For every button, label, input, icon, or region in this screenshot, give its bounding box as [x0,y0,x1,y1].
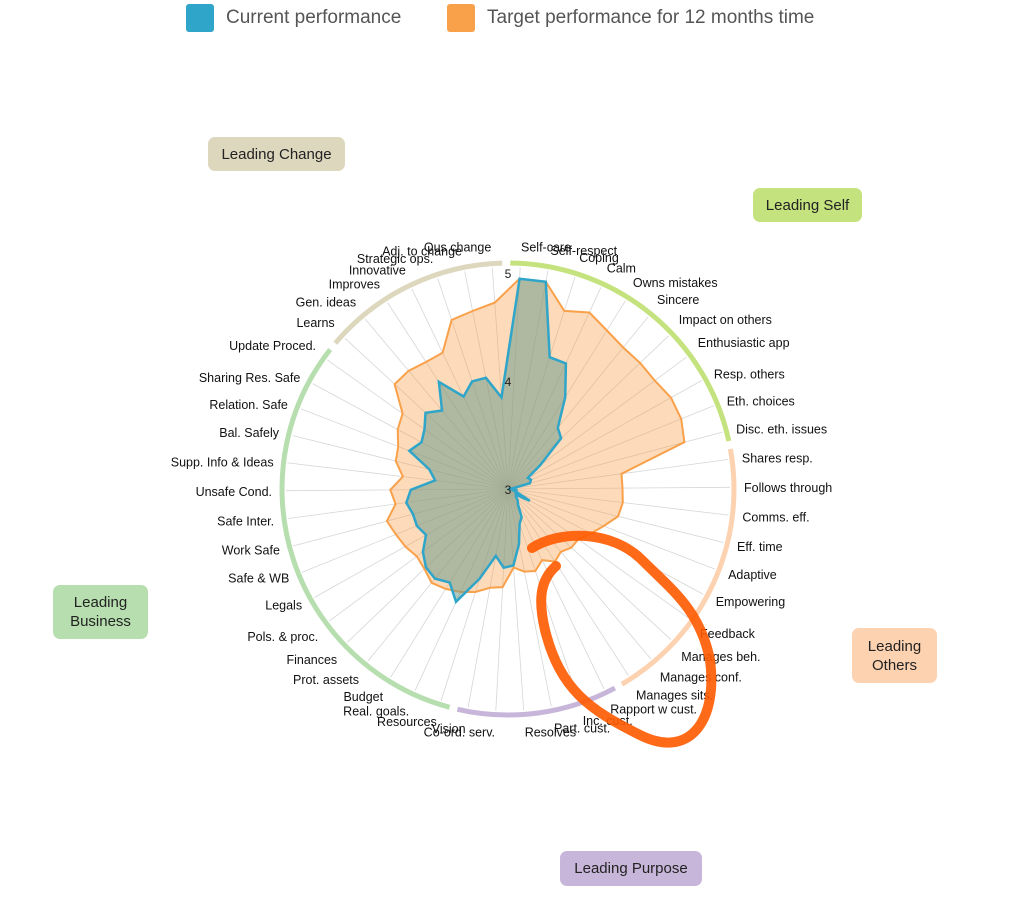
category-label: Enthusiastic app [698,336,790,350]
category-label: Impact on others [679,313,772,327]
category-label: Sharing Res. Safe [199,371,300,385]
category-label: Self-respect [550,244,617,258]
category-label: Unsafe Cond. [196,485,272,499]
grid-spoke [507,459,729,490]
legend-label-current: Current performance [226,7,402,28]
category-label: Manages beh. [681,650,760,664]
category-label: Learns [296,316,334,330]
category-label: Budget [343,690,383,704]
category-label: Qus change [424,241,491,255]
cluster-tag-label: Leading Others [867,637,922,674]
category-label: Work Safe [222,544,280,558]
grid-spoke [507,488,689,619]
cluster-arc-leading-self [510,260,732,442]
legend-item-current[interactable]: Current performance [186,4,401,32]
category-label: Resolves [525,725,576,739]
category-label: Bal. Safely [219,426,280,440]
grid-spoke [507,488,652,660]
category-label: Part. cust. [554,722,610,736]
category-label: Relation. Safe [209,398,288,412]
grid-spoke [507,486,731,490]
category-label: Adj. to change [382,245,462,259]
category-label: Sincere [657,293,699,307]
cluster-tag-label: Leading Purpose [574,860,688,877]
category-label: Follows through [744,481,832,495]
category-label: Legals [265,598,302,612]
category-label: Strategic ops. [357,252,433,266]
category-label: Coping [579,251,619,265]
legend-item-target[interactable]: Target performance for 12 months time [447,4,814,32]
category-label: Finances [286,653,337,667]
category-label: Manages conf. [660,671,742,685]
cluster-arc-leading-others [620,448,737,687]
grid-spoke [507,488,716,570]
grid-spoke [507,488,605,690]
cluster-tag-label: Leading Self [765,196,850,214]
grid-spoke [507,431,723,490]
category-label: Gen. ideas [296,295,356,309]
cluster-arcs [279,260,737,718]
cluster-tag-leading-self: Leading Self [753,188,862,222]
category-label: Prot. assets [293,673,359,687]
category-label: Self-care [521,240,571,254]
category-label: Calm [607,262,636,276]
category-label: Innovative [349,263,406,277]
radial-tick-label: 4 [505,375,512,389]
category-label: Update Proced. [229,339,316,353]
cluster-tag-label: Leading Business [70,594,131,630]
category-label: Improves [329,278,380,292]
grid-spoke [507,488,629,676]
annotation-circle [527,530,717,748]
category-label: Owns mistakes [633,276,718,290]
category-label: Pols. & proc. [247,630,318,644]
category-label: Safe Inter. [217,514,274,528]
series-current-area [404,277,568,605]
category-label: Manages sits. [636,688,713,702]
category-label: Comms. eff. [742,511,809,525]
category-label: Co-ord. serv. [424,726,495,740]
legend-swatch-target [447,4,475,32]
category-label: Eth. choices [727,394,795,408]
category-label: Shares resp. [742,452,813,466]
category-label: Real. goals. [343,704,409,718]
category-label: Feedback [700,627,756,641]
category-label: Supp. Info & Ideas [171,455,274,469]
cluster-tag-leading-purpose: Leading Purpose [560,851,702,886]
grid-spoke [507,380,702,490]
grid-spoke [507,405,714,490]
cluster-arc-leading-change [333,260,503,345]
category-label: Vision [432,722,466,736]
radial-tick-label: 3 [505,483,512,497]
category-label: Resources [377,715,437,729]
radial-tick-label: 5 [505,267,512,281]
grid-spoke [507,488,724,543]
category-label: Rapport w cust. [610,703,697,717]
category-label: Empowering [716,595,786,609]
cluster-arc-leading-business [279,347,451,710]
category-label: Safe & WB [228,572,289,586]
grid-spoke [507,488,729,516]
grid-spoke [507,488,672,640]
cluster-tag-label: Leading Change [221,145,332,163]
cluster-tag-leading-business: Leading Business [53,585,148,639]
radial-tick-labels: 3 4 5 [505,267,512,497]
legend-label-target: Target performance for 12 months time [487,7,815,28]
category-label: Disc. eth. issues [736,423,827,437]
legend: Current performance Target performance f… [0,4,1024,34]
cluster-tag-leading-others: Leading Others [852,628,937,683]
category-label: Adaptive [728,568,777,582]
cluster-arc-leading-purpose [456,685,617,718]
legend-swatch-current [186,4,214,32]
cluster-tag-leading-change: Leading Change [208,137,345,171]
category-label: Eff. time [737,540,783,554]
category-label: Resp. others [714,368,785,382]
